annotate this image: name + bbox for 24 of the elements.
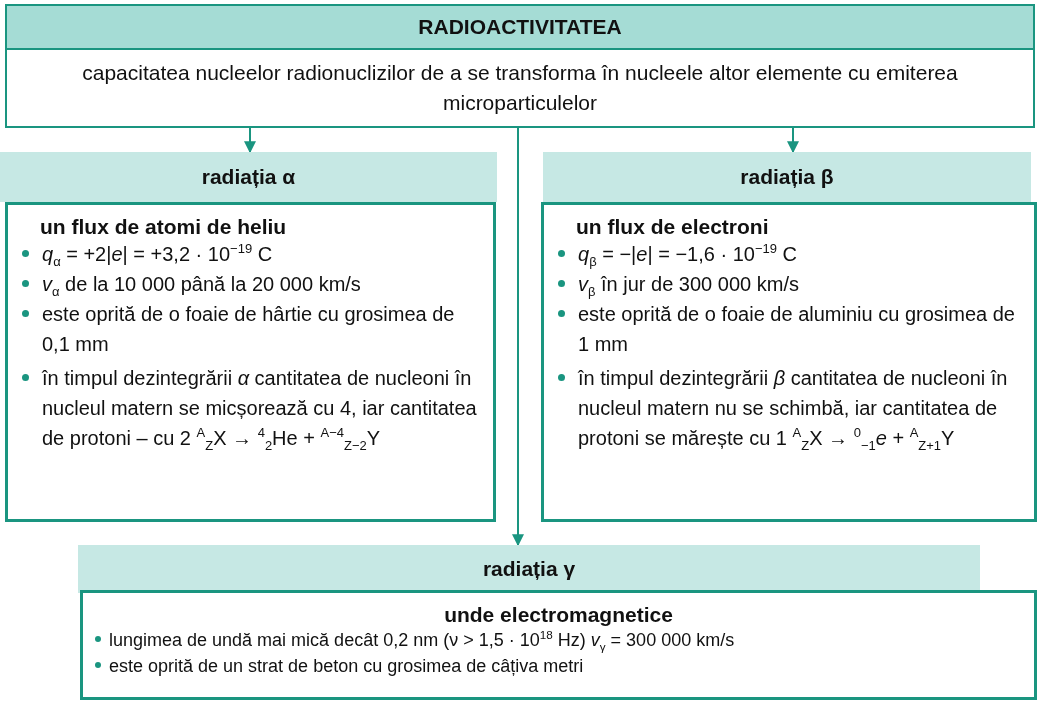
header-band — [78, 545, 980, 593]
arrow — [787, 127, 799, 154]
arrow — [512, 127, 524, 547]
header-band — [0, 152, 497, 202]
bullet-text: q$_{α}$ = +2|e| = +3,2 · 10$^{−19}$ C — [42, 243, 273, 265]
bullet-text: v$_{α}$ de la 10 000 până la 20 000 km/s — [42, 273, 361, 295]
content-heading: un flux de atomi de heliu — [40, 215, 288, 239]
title-band — [5, 4, 1035, 48]
bullet-text: în timpul dezintegrării α cantitatea de nucleoni în nucleul matern se micșorează cu 4, iar cantitatea de protoni – cu 2 $^{A}$$_{Z}$X → $^{4}$$_{2}$He + $^{A−4}$$_{Z−2}$Y — [42, 367, 477, 449]
content-heading: un flux de electroni — [576, 215, 770, 239]
content-box — [541, 202, 1037, 522]
arrow — [244, 127, 256, 154]
definition-box — [5, 48, 1035, 128]
content-box — [5, 202, 496, 522]
content-heading: unde electromagnetice — [443, 603, 674, 627]
definition-text: capacitatea nucleelor radionuclizilor de a se transforma în nucleele altor elemente cu emiterea microparticulelor — [81, 59, 959, 116]
bullet-text: în timpul dezintegrării β cantitatea de nucleoni în nucleul matern nu se schimbă, iar cantitatea de protoni se mărește cu 1 $^{A}$$_{Z}$X → $^{0}$$_{−1}$e + $^{A}$$_{Z+1}$Y — [578, 367, 1008, 449]
header-band — [543, 152, 1031, 202]
bullet-text: este oprită de un strat de beton cu grosimea de câțiva metri — [109, 656, 584, 677]
heading-text: RADIOACTIVITATEA — [418, 15, 622, 39]
heading-text: radiația α — [201, 165, 296, 189]
heading-text: radiația γ — [482, 557, 576, 581]
content-box — [80, 590, 1037, 700]
heading-text: radiația β — [740, 165, 834, 189]
